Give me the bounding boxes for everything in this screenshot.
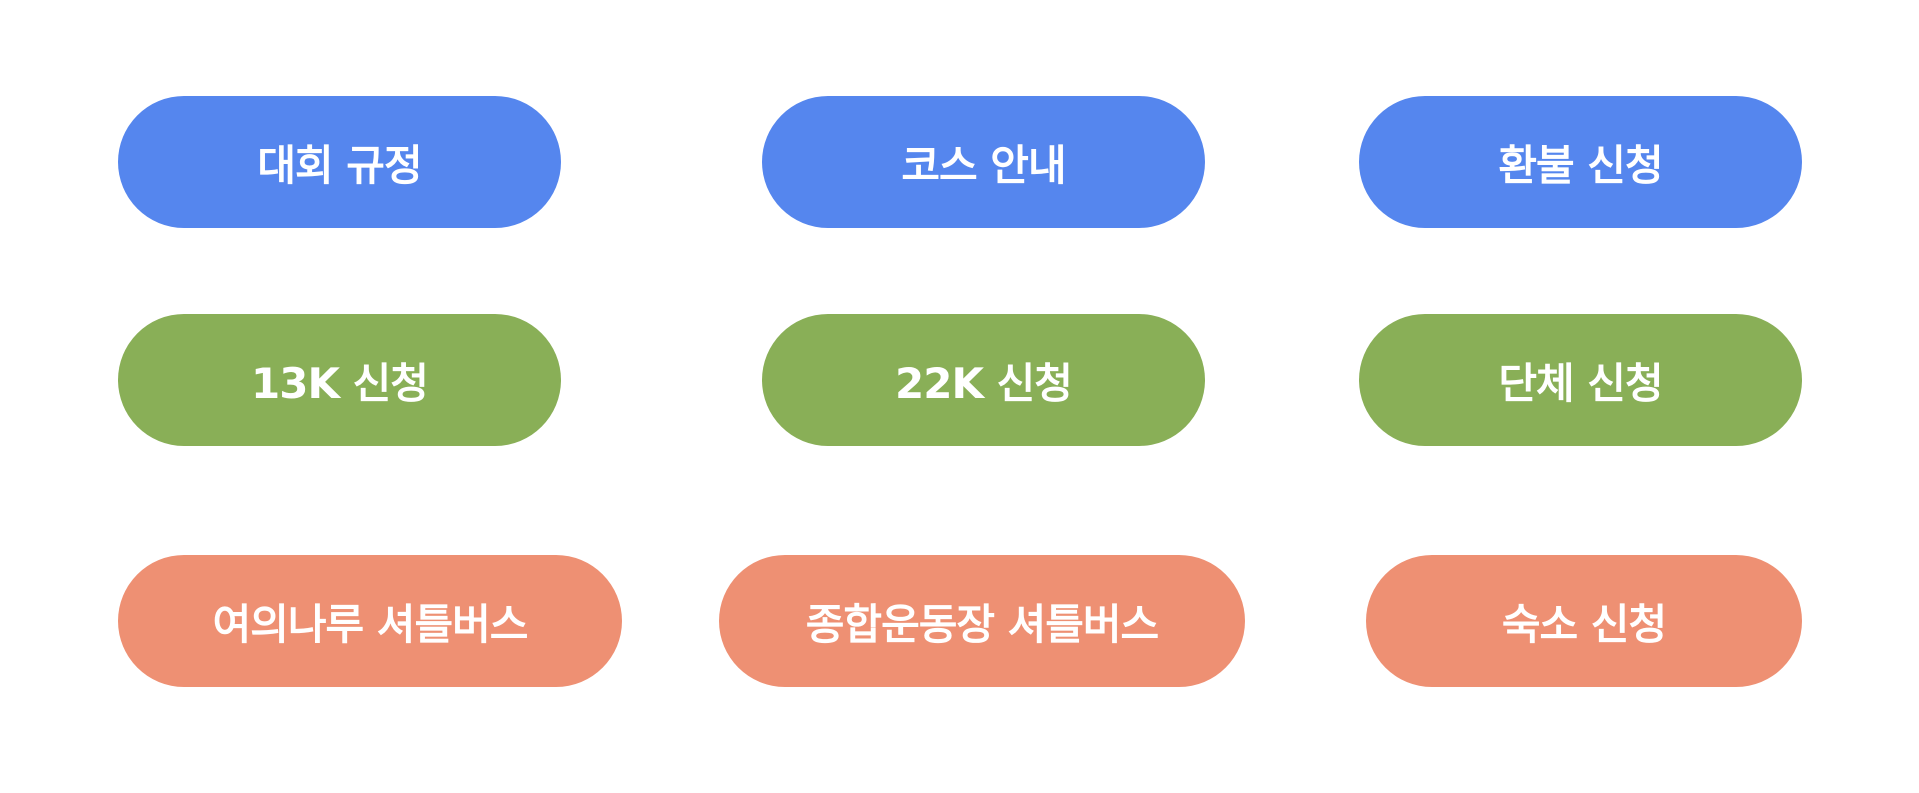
group-apply-button[interactable]: 단체 신청 [1359, 314, 1802, 446]
rules-button[interactable]: 대회 규정 [118, 96, 561, 228]
refund-request-button[interactable]: 환불 신청 [1359, 96, 1802, 228]
stadium-shuttle-button[interactable]: 종합운동장 셔틀버스 [719, 555, 1245, 687]
apply-22k-button[interactable]: 22K 신청 [762, 314, 1205, 446]
lodging-apply-button[interactable]: 숙소 신청 [1366, 555, 1802, 687]
apply-13k-button[interactable]: 13K 신청 [118, 314, 561, 446]
course-guide-button[interactable]: 코스 안내 [762, 96, 1205, 228]
yeouinaru-shuttle-button[interactable]: 여의나루 셔틀버스 [118, 555, 622, 687]
